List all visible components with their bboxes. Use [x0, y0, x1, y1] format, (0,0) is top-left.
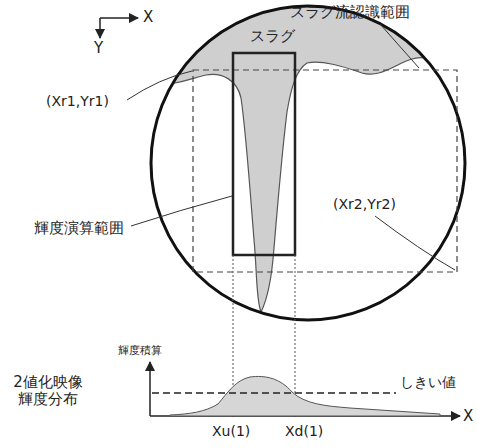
graph-title: 2値化映像 輝度分布: [8, 374, 88, 409]
axis-label: X: [463, 408, 473, 425]
brightness-curve: [170, 376, 440, 416]
range-label: スラグ流認識範囲: [290, 4, 410, 21]
x-axis-arrow: [100, 17, 138, 19]
axis-label: 輝度積算: [118, 345, 162, 358]
coordinate-label: (Xr1,Yr1): [46, 93, 109, 109]
leader-line: [131, 196, 232, 226]
coordinate-label: (Xr2,Yr2): [333, 196, 396, 212]
threshold-label: しきい値: [400, 374, 456, 390]
calc-range: [233, 53, 295, 255]
range-label: 輝度演算範囲: [34, 220, 124, 237]
axis-label: Y: [94, 40, 103, 57]
leader-line: [127, 71, 192, 100]
position-label: Xu(1): [212, 423, 250, 439]
graph-y-axis: [149, 362, 151, 416]
slag-shape: [170, 0, 475, 312]
view-circle: [151, 6, 465, 320]
axis-label: X: [143, 9, 153, 26]
y-axis-arrow: [99, 18, 101, 38]
leader-line: [375, 216, 455, 270]
position-label: Xd(1): [285, 423, 323, 439]
leader-line: [380, 24, 419, 68]
threshold-line: [152, 392, 396, 393]
part-label: スラグ: [250, 28, 295, 45]
